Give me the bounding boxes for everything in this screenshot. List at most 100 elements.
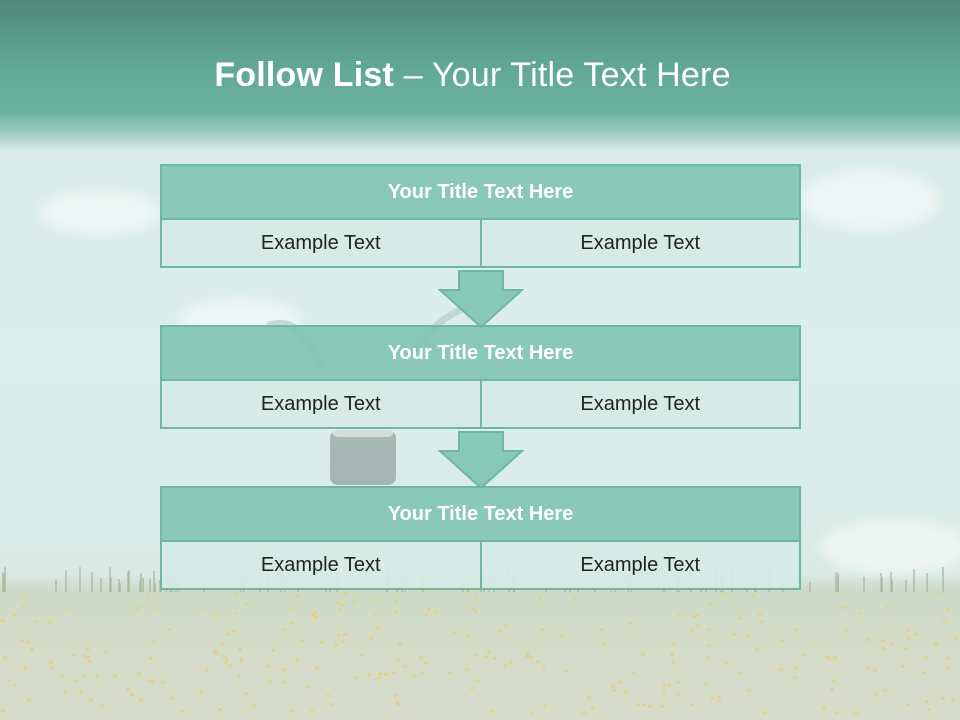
meadow-flower [573, 597, 577, 600]
meadow-flower [245, 602, 249, 605]
grass-blade [100, 578, 102, 592]
meadow-flower [611, 685, 615, 688]
meadow-flower [139, 699, 143, 702]
meadow-flower [213, 650, 217, 653]
meadow-flower [313, 611, 317, 614]
meadow-flower [239, 660, 243, 663]
meadow-flower [696, 624, 700, 627]
list-block-3: Your Title Text Here Example Text Exampl… [160, 486, 801, 590]
meadow-flower [296, 595, 300, 598]
grass-blade [118, 579, 120, 592]
meadow-flower [453, 631, 457, 634]
meadow-flower [89, 698, 93, 701]
meadow-flower [529, 656, 533, 659]
grass-blade [153, 571, 155, 592]
meadow-flower [935, 591, 939, 594]
block-cell-right: Example Text [479, 540, 801, 590]
meadow-flower [354, 676, 358, 679]
meadow-flower [421, 671, 425, 674]
meadow-flower [543, 704, 547, 707]
meadow-flower [397, 703, 401, 706]
meadow-flower [214, 615, 218, 618]
meadow-flower [710, 697, 714, 700]
meadow-flower [26, 641, 30, 644]
title-bold-part: Follow List [214, 56, 395, 94]
meadow-flower [671, 661, 675, 664]
meadow-flower [881, 639, 885, 642]
meadow-flower [73, 679, 77, 682]
meadow-flower [737, 671, 741, 674]
meadow-flower [885, 606, 889, 609]
meadow-flower [662, 684, 666, 687]
meadow-flower [708, 603, 712, 606]
meadow-flower [901, 665, 905, 668]
meadow-flower [79, 690, 83, 693]
flower-meadow [0, 575, 960, 720]
meadow-flower [50, 666, 54, 669]
meadow-flower [22, 594, 26, 597]
meadow-flower [648, 705, 652, 708]
meadow-flower [30, 648, 34, 651]
meadow-flower [725, 662, 729, 665]
meadow-flower [300, 639, 304, 642]
title-rest-part: – Your Title Text Here [394, 56, 731, 94]
meadow-flower [827, 657, 831, 660]
meadow-flower [732, 633, 736, 636]
meadow-flower [2, 619, 6, 622]
meadow-flower [707, 644, 711, 647]
meadow-flower [201, 607, 205, 610]
meadow-flower [49, 661, 53, 664]
meadow-flower [907, 637, 911, 640]
meadow-flower [221, 643, 225, 646]
meadow-flower [352, 601, 356, 604]
meadow-flower [692, 615, 696, 618]
meadow-flower [906, 703, 910, 706]
meadow-flower [854, 711, 858, 714]
meadow-flower [835, 711, 839, 714]
meadow-flower [842, 606, 846, 609]
meadow-flower [660, 705, 664, 708]
meadow-flower [466, 635, 470, 638]
meadow-flower [1, 709, 5, 712]
meadow-flower [395, 701, 399, 704]
meadow-flower [88, 660, 92, 663]
meadow-flower [758, 613, 762, 616]
meadow-flower [403, 665, 407, 668]
meadow-flower [424, 662, 428, 665]
grass-blade [119, 583, 121, 592]
meadow-flower [717, 699, 721, 702]
meadow-flower [282, 668, 286, 671]
meadow-flower [582, 711, 586, 714]
block-cell-right: Example Text [479, 379, 801, 429]
meadow-flower [137, 672, 141, 675]
meadow-flower [343, 633, 347, 636]
meadow-flower [104, 650, 108, 653]
meadow-flower [873, 669, 877, 672]
meadow-flower [473, 654, 477, 657]
meadow-flower [13, 684, 17, 687]
meadow-flower [244, 692, 248, 695]
meadow-flower [526, 652, 530, 655]
meadow-flower [751, 594, 755, 597]
meadow-flower [7, 679, 11, 682]
meadow-flower [636, 703, 640, 706]
grass-blade [942, 567, 944, 592]
meadow-flower [491, 710, 495, 713]
meadow-flower [475, 597, 479, 600]
grass-blade [128, 570, 130, 592]
meadow-flower [271, 649, 275, 652]
meadow-flower [113, 674, 117, 677]
meadow-flower [487, 650, 491, 653]
meadow-flower [822, 707, 826, 710]
meadow-flower [946, 657, 950, 660]
meadow-flower [291, 607, 295, 610]
title-band [0, 0, 960, 150]
meadow-flower [252, 704, 256, 707]
grass-blade [154, 583, 156, 592]
meadow-flower [424, 613, 428, 616]
meadow-flower [723, 592, 727, 595]
meadow-flower [341, 640, 345, 643]
meadow-flower [82, 675, 86, 678]
meadow-flower [137, 606, 141, 609]
meadow-flower [874, 693, 878, 696]
